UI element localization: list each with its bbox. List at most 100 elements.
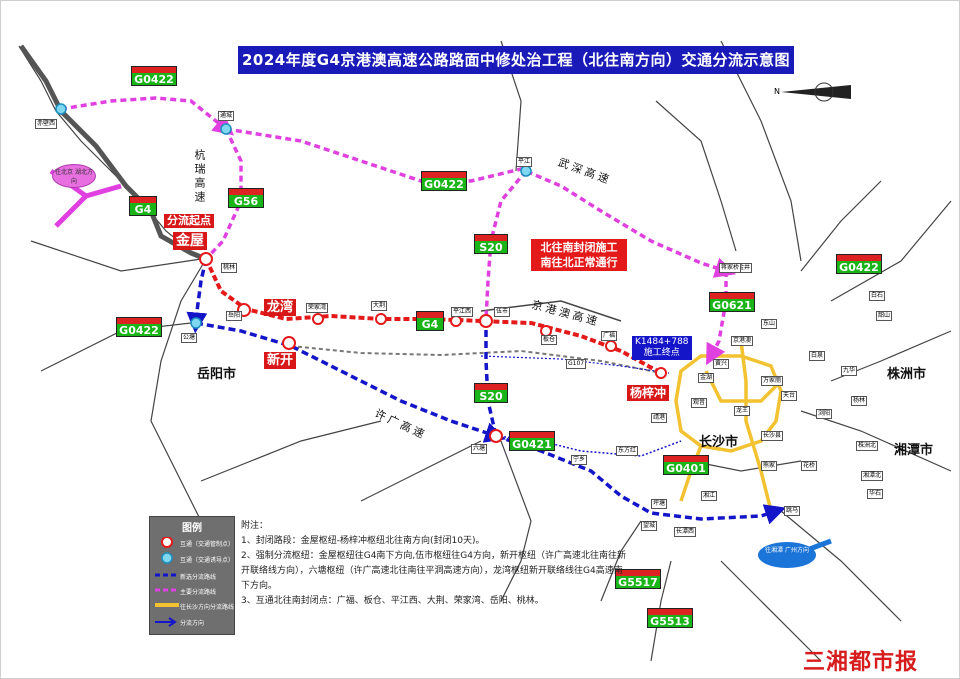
node-huangxing: 黄兴 (713, 359, 730, 369)
legend-item-changsha-route: 往长沙方向分流路线 (180, 604, 235, 611)
notes-line-3: 3、互通北往南封闭点：广福、板仓、平江西、大荆、荣家湾、岳阳、桃林。 (241, 596, 544, 606)
node-guanyin: 观音 (691, 398, 708, 408)
place-longwan: 龙湾 (264, 299, 297, 316)
direction-south-bubble: 往湘潭 广州方向 (758, 542, 816, 568)
city-yueyang: 岳阳市 (197, 367, 237, 382)
shield-g0422-b: G0422 (421, 171, 467, 191)
node-huatang: 花桥 (801, 461, 818, 471)
closure-notice-line2: 南往北正常通行 (540, 256, 618, 269)
node-dongshan: 东山 (761, 319, 778, 329)
node-jinggang: 靖港 (651, 413, 668, 423)
closed-segment (204, 258, 662, 375)
node-xiongjia: 熊家 (761, 461, 778, 471)
node-pingjiang: 平江 (516, 157, 533, 167)
node-yueyang-s: 岳阳 (226, 311, 243, 321)
legend-item-control: 互通（交通管制点） (180, 541, 235, 548)
node-g107: G107 (566, 359, 587, 369)
node-liuyang: 浏阳 (816, 409, 833, 419)
node-taolin: 桃林 (221, 263, 238, 273)
blue-routes (186, 258, 786, 525)
compass-north: N (774, 87, 780, 96)
notes-line-1: 1、封闭路段：金屋枢纽-杨梓冲枢纽北往南方向(封闭10天)。 (241, 536, 485, 546)
node-gongting: 公塘 (181, 333, 198, 343)
city-xiangtan: 湘潭市 (894, 443, 934, 458)
notes: 附注： 1、封闭路段：金屋枢纽-杨梓冲枢纽北往南方向(封闭10天)。 2、强制分… (241, 519, 626, 609)
shield-g4-left: G4 (129, 196, 157, 216)
legend-item-new-route: 新选分流路线 (180, 574, 217, 581)
node-shaoshan: 韶山 (876, 311, 893, 321)
notes-line-2: 2、强制分流枢纽：金屋枢纽往G4南下方向,伍市枢纽往G4方向，新开枢纽（许广高速… (241, 551, 626, 591)
shield-g5513: G5513 (647, 608, 693, 628)
interchange-markers (199, 252, 667, 443)
node-yanglin: 杨林 (851, 396, 868, 406)
node-daxing: 大荆 (371, 301, 388, 311)
node-wushi: 伍市 (494, 307, 511, 317)
node-pingjiangxi: 平江西 (451, 307, 474, 317)
brand-logo: 三湘都市报 (803, 650, 919, 675)
compass (781, 82, 851, 102)
work-end-stake: K1484+788 (635, 337, 689, 347)
node-jiuhua: 九华 (841, 366, 858, 376)
legend-item-main-route: 主要分流路线 (180, 589, 217, 596)
node-liutang: 六塘 (471, 444, 488, 454)
node-rongjiawan: 荣家湾 (306, 303, 329, 313)
split-start-label: 分流起点 (164, 214, 214, 228)
node-chibixi: 赤壁西 (35, 119, 58, 129)
direction-north-bubble: 往北京 湖北方向 (52, 164, 96, 188)
node-jinhu: 金湖 (698, 373, 715, 383)
node-changtan: 长潭西 (674, 527, 697, 537)
closure-notice-line1: 北往南封闭施工 (540, 241, 618, 254)
legend-item-direction: 分流方向 (180, 620, 205, 627)
shield-s20-top: S20 (474, 234, 508, 254)
node-bancang: 板仓 (541, 335, 558, 345)
legend: 图例 互通（交通管制点） 互通（交通诱导点） 新选分流路线 主要分流路线 往长沙… (149, 516, 235, 635)
shield-g4-mid: G4 (416, 311, 444, 331)
legend-symbols (155, 537, 179, 627)
node-longwang: 龙王 (734, 406, 751, 416)
shield-g0621: G0621 (709, 292, 755, 312)
shield-g0422-left: G0422 (116, 317, 162, 337)
node-huashi: 华石 (867, 489, 884, 499)
road-hangrui: 杭瑞高速 (193, 149, 206, 205)
node-tiantai: 天台 (781, 391, 798, 401)
place-jinwu: 金屋 (173, 232, 207, 250)
node-zhuzhou-n: 株洲北 (856, 441, 879, 451)
place-yangzichong: 杨梓冲 (627, 385, 670, 401)
node-tonghu: 通城 (218, 111, 235, 121)
shield-g0401: G0401 (663, 455, 709, 475)
legend-item-guide: 互通（交通诱导点） (180, 557, 235, 564)
city-changsha: 长沙市 (699, 435, 739, 450)
background-roads (18, 40, 952, 662)
shield-g56: G56 (228, 188, 264, 208)
node-ningxiang: 宁乡 (571, 455, 588, 465)
node-jiangjiaqiao: 蒋家桥 (719, 263, 742, 273)
node-wanjiali: 万家丽 (761, 376, 784, 386)
shield-s20-mid: S20 (474, 383, 508, 403)
work-end-box: K1484+788 施工终点 (632, 336, 692, 360)
shield-g0422-right: G0422 (836, 254, 882, 274)
notes-header: 附注： (241, 521, 269, 531)
shield-g5517: G5517 (615, 569, 661, 589)
city-zhuzhou: 株洲市 (887, 367, 927, 382)
node-guangfu: 广福 (601, 331, 618, 341)
legend-title: 图例 (182, 523, 202, 534)
node-pingtang: 坪塘 (651, 499, 668, 509)
node-dongfang: 东方红 (616, 446, 639, 456)
guide-markers (55, 103, 532, 329)
node-xiangtan-n: 湘潭北 (861, 471, 884, 481)
node-jinggangao-n: 京港澳 (731, 336, 754, 346)
place-xinkai: 新开 (264, 352, 297, 369)
shield-g0422-a: G0422 (131, 66, 177, 86)
closure-notice: 北往南封闭施工 南往北正常通行 (531, 239, 627, 271)
shield-g0421: G0421 (509, 431, 555, 451)
node-tiaoma: 跳马 (784, 506, 801, 516)
work-end-label: 施工终点 (643, 348, 680, 358)
page-title: 2024年度G4京港澳高速公路路面中修处治工程（北往南方向）交通分流示意图 (238, 46, 794, 74)
node-wangcheng: 望城 (641, 521, 658, 531)
node-changshaxian: 长沙县 (761, 431, 784, 441)
node-baiquan: 白泉 (809, 351, 826, 361)
node-xiangjiang: 湘江 (701, 491, 718, 501)
node-baishi: 白石 (869, 291, 886, 301)
